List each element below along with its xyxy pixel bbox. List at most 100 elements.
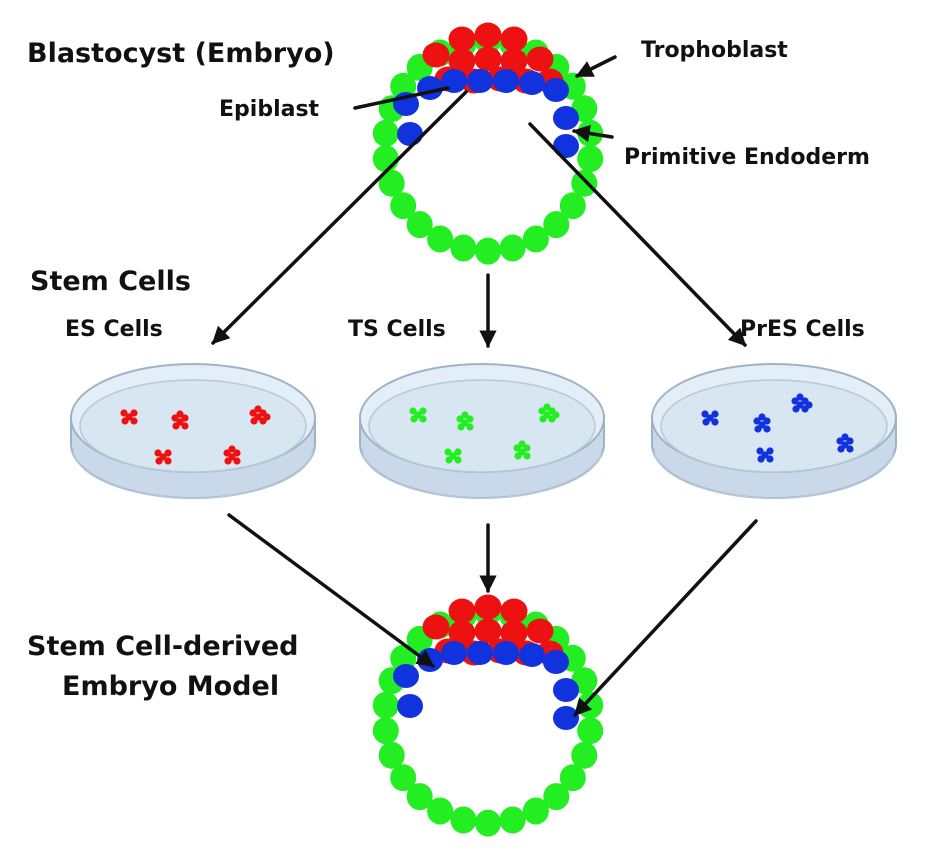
arrow-pres-to-model [573,519,758,717]
primitive-endoderm-cell [397,694,423,718]
epiblast-cell [474,22,502,48]
embryo-model [372,594,604,837]
trophoblast-cell [499,806,526,834]
es-cell-colony [250,417,258,425]
trophoblast-cell [378,741,405,769]
primitive-endoderm-cell [493,641,519,665]
petri-dish-es [70,363,316,499]
es-cell-colony [249,409,257,417]
primitive-endoderm-cell [441,641,467,665]
stem-cells-heading: Stem Cells [30,266,191,297]
trophoblast-cell [427,797,454,825]
ts-cell-colony [514,452,522,460]
blastocyst-embryo [372,22,604,265]
primitive-endoderm-cell [553,706,579,730]
es-cell-colony [228,445,236,453]
pres-cell-colonies [701,393,854,463]
primitive-endoderm-pointer-arrow [572,124,614,143]
trophoblast-cell [571,169,598,197]
trophoblast-cell [378,169,405,197]
trophoblast-cell [450,806,477,834]
arrow-epiblast-to-es [211,90,468,345]
trophoblast-cell [577,145,604,173]
ts-cell-colony [444,448,452,456]
pres-cell-colony [711,418,719,426]
es-cell-colony [254,405,262,413]
es-cell-colony [224,457,232,465]
es-cell-colony [121,417,129,425]
ts-cell-colony [523,452,531,460]
pres-cell-colony [701,410,709,418]
primitive-endoderm-cell [417,76,443,100]
pres-cell-colony [837,445,845,453]
epiblast-cell [448,620,476,646]
ts-cell-colony [538,407,546,415]
pres-cell-colony [846,437,854,445]
es-cell-colony [181,422,189,430]
epiblast-cell [474,618,502,644]
blastocyst-title: Blastocyst (Embryo) [27,38,335,69]
trophoblast-cell [559,764,586,792]
ts-cell-colony [466,423,474,431]
ts-cell-colony [518,440,526,448]
es-cell-colony [130,417,138,425]
pres-cell-colony [763,417,771,425]
trophoblast-cell [543,211,570,239]
trophoblast-cell [543,783,570,811]
epiblast-cell [500,48,528,74]
primitive-endoderm-cell [553,106,579,130]
arrow-endoderm-to-pres [528,122,747,347]
trophoblast-cell [577,691,604,719]
ts-cell-colony [543,403,551,411]
petri-dish-ts [359,363,605,499]
trophoblast-cell [475,237,501,265]
primitive-endoderm-cell [467,641,493,665]
epiblast-cell [422,614,450,640]
trophoblast-cell [372,119,399,147]
arrows [211,55,758,717]
epiblast-cell [422,42,450,68]
trophoblast-cell [372,145,399,173]
primitive-endoderm-cell [553,678,579,702]
model-primitive-endoderm-cells [393,641,579,730]
primitive-endoderm-cell [397,122,423,146]
trophoblast-label: Trophoblast [641,38,788,63]
primitive-endoderm-cell [543,650,569,674]
es-cell-colony [164,449,172,457]
epiblast-cell [474,46,502,72]
trophoblast-cell [406,211,433,239]
arrow-es-to-model [227,513,435,668]
trophoblast-pointer-arrow [575,55,617,78]
ts-cells-label: TS Cells [348,317,446,342]
pres-cell-colony [758,413,766,421]
pres-cell-colony [754,425,762,433]
es-cell-colony [176,410,184,418]
epiblast-cell [448,26,476,52]
epiblast-label: Epiblast [219,97,320,122]
ts-cell-colony [410,415,418,423]
trophoblast-cell [522,797,549,825]
pres-cell-colony [763,425,771,433]
ts-cell-colony [419,415,427,423]
trophoblast-cell [450,234,477,262]
primitive-endoderm-cell [393,664,419,688]
epiblast-cell [500,620,528,646]
pres-cell-colony [805,401,813,409]
epiblast-cell [500,598,528,624]
ts-cell-colony [409,407,417,415]
epiblast-cell [526,618,554,644]
pres-cell-colony [757,455,765,463]
primitive-endoderm-label: Primitive Endoderm [624,145,870,170]
primitive-endoderm-cell [553,134,579,158]
pres-cell-colony [753,417,761,425]
embryo-model-title-line1: Stem Cell-derived [27,631,299,662]
pres-cell-colony [841,433,849,441]
pres-cell-colony [766,455,774,463]
pres-cell-colony [791,397,799,405]
primitive-endoderm-cells [393,69,579,158]
es-cell-colony [130,409,138,417]
embryo-model-title-line2: Embryo Model [62,671,280,702]
pres-cell-colony [836,437,844,445]
trophoblast-cell [559,192,586,220]
